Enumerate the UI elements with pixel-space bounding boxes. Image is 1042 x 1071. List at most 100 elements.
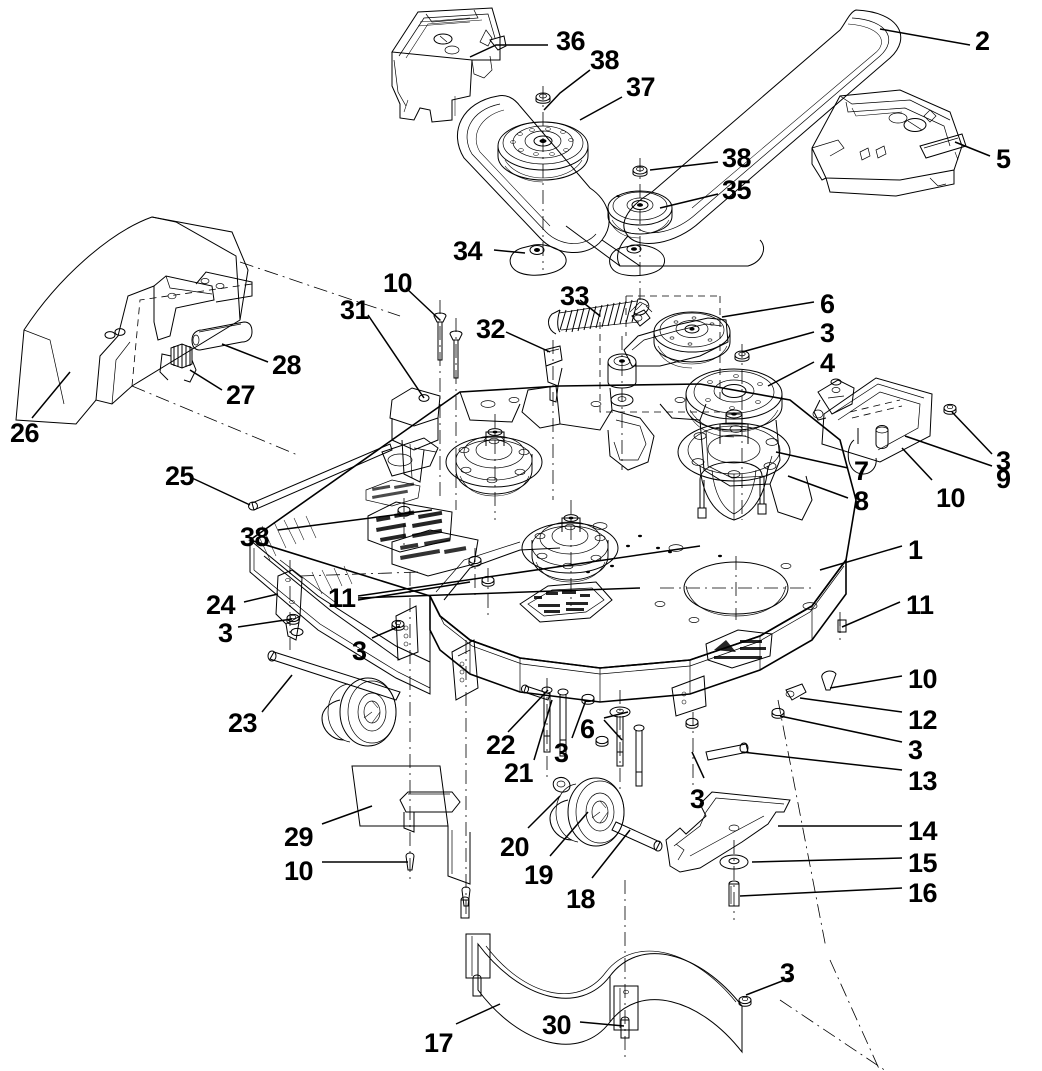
callout-leader-11: [841, 601, 901, 628]
part-idler-pulley-large: [497, 86, 589, 270]
callout-number-22[interactable]: 22: [486, 730, 516, 760]
callout-number-38[interactable]: 38: [240, 522, 270, 552]
callout-number-32[interactable]: 32: [476, 314, 506, 344]
part-baffle-rear: [460, 880, 887, 1071]
callout-leader-11: [357, 587, 641, 599]
callout-number-31[interactable]: 31: [340, 295, 370, 325]
callout-number-8[interactable]: 8: [854, 486, 869, 516]
callout-number-10[interactable]: 10: [383, 268, 413, 298]
callout-number-3[interactable]: 3: [780, 958, 795, 988]
callout-number-3[interactable]: 3: [820, 318, 835, 348]
callout-number-3[interactable]: 3: [352, 636, 367, 666]
callout-number-3[interactable]: 3: [908, 735, 923, 765]
part-belt-loop-left: [456, 95, 642, 267]
callout-leader-29: [321, 805, 373, 825]
part-belt-cover-left: [391, 7, 507, 123]
callout-number-30[interactable]: 30: [542, 1010, 572, 1040]
callout-number-38[interactable]: 38: [590, 45, 620, 75]
callout-leader-3: [371, 625, 401, 639]
callout-number-11[interactable]: 11: [328, 583, 356, 613]
callout-number-21[interactable]: 21: [504, 758, 534, 788]
callout-number-23[interactable]: 23: [228, 708, 258, 738]
callout-leader-19: [549, 811, 589, 857]
callout-leader-24: [243, 593, 279, 603]
callout-number-24[interactable]: 24: [206, 590, 236, 620]
part-deflector-shield: [15, 216, 401, 457]
part-caster-wheel-rear: [267, 650, 401, 747]
callout-number-1[interactable]: 1: [908, 535, 923, 565]
callout-number-27[interactable]: 27: [226, 380, 256, 410]
callout-number-3[interactable]: 3: [218, 618, 233, 648]
part-mounting-bracket: [275, 560, 421, 650]
callout-leader-28: [221, 343, 269, 363]
callout-leader-23: [261, 674, 293, 713]
callout-number-17[interactable]: 17: [424, 1028, 454, 1058]
callout-number-2[interactable]: 2: [975, 26, 990, 56]
callout-number-33[interactable]: 33: [560, 281, 590, 311]
callout-leader-3: [237, 618, 293, 628]
callout-leader-4: [767, 361, 815, 387]
callout-number-16[interactable]: 16: [908, 878, 938, 908]
callout-number-4[interactable]: 4: [820, 348, 835, 378]
callout-number-3[interactable]: 3: [690, 784, 705, 814]
callout-number-13[interactable]: 13: [908, 766, 938, 796]
callout-leader-17: [455, 1003, 501, 1025]
callout-number-26[interactable]: 26: [10, 418, 40, 448]
callout-number-7[interactable]: 7: [854, 456, 869, 486]
callout-leader-36: [469, 44, 548, 58]
callout-leader-35: [659, 193, 719, 209]
part-spindle-assembly-centre: [521, 500, 619, 606]
callout-leader-38: [649, 161, 719, 171]
callout-number-20[interactable]: 20: [500, 832, 530, 862]
callout-leader-38: [277, 509, 433, 531]
callout-number-38[interactable]: 38: [722, 143, 752, 173]
part-caster-wheel-front: [549, 777, 663, 852]
callout-number-14[interactable]: 14: [908, 816, 938, 846]
callout-leader-30: [579, 1021, 625, 1027]
callout-leader-12: [799, 697, 903, 713]
callout-leader-2: [879, 28, 971, 46]
callout-number-25[interactable]: 25: [165, 461, 195, 491]
callout-leader-3: [779, 715, 903, 743]
callout-number-10[interactable]: 10: [908, 664, 938, 694]
part-idler-arm-assembly: [599, 295, 731, 470]
callout-number-10[interactable]: 10: [284, 856, 314, 886]
callout-number-15[interactable]: 15: [908, 848, 938, 878]
callout-leader-9: [904, 435, 993, 467]
part-idler-pulley-small: [607, 158, 673, 300]
callout-number-3[interactable]: 3: [554, 738, 569, 768]
callout-number-9[interactable]: 9: [996, 464, 1011, 494]
callout-leader-31: [367, 314, 425, 399]
callout-leader-21: [533, 699, 553, 761]
callout-leader-25: [191, 477, 251, 506]
callout-number-37[interactable]: 37: [626, 72, 656, 102]
callout-leader-15: [751, 857, 903, 863]
callout-number-34[interactable]: 34: [453, 236, 483, 266]
callout-leader-37: [579, 96, 623, 121]
callout-number-29[interactable]: 29: [284, 822, 314, 852]
callout-leader-3: [571, 699, 587, 739]
callout-number-3[interactable]: 3: [996, 446, 1011, 476]
callout-number-10[interactable]: 10: [936, 483, 966, 513]
part-extension-spring: [548, 298, 650, 335]
callout-leader-34: [493, 249, 526, 254]
callout-number-36[interactable]: 36: [556, 26, 586, 56]
callout-number-5[interactable]: 5: [996, 144, 1011, 174]
callout-number-18[interactable]: 18: [566, 884, 596, 914]
callout-leader-8: [787, 475, 849, 499]
callout-number-6[interactable]: 6: [820, 289, 835, 319]
callout-leader-26: [31, 371, 71, 419]
callout-leader-22: [507, 689, 549, 733]
callout-leader-11: [357, 545, 701, 597]
callout-number-19[interactable]: 19: [524, 860, 554, 890]
callout-number-35[interactable]: 35: [722, 175, 752, 205]
callout-number-28[interactable]: 28: [272, 350, 302, 380]
part-anti-scalp-bracket: [812, 377, 957, 475]
callout-number-6[interactable]: 6: [580, 714, 595, 744]
callout-leader-3: [951, 411, 993, 455]
callout-number-12[interactable]: 12: [908, 705, 938, 735]
callout-number-11[interactable]: 11: [906, 590, 934, 620]
